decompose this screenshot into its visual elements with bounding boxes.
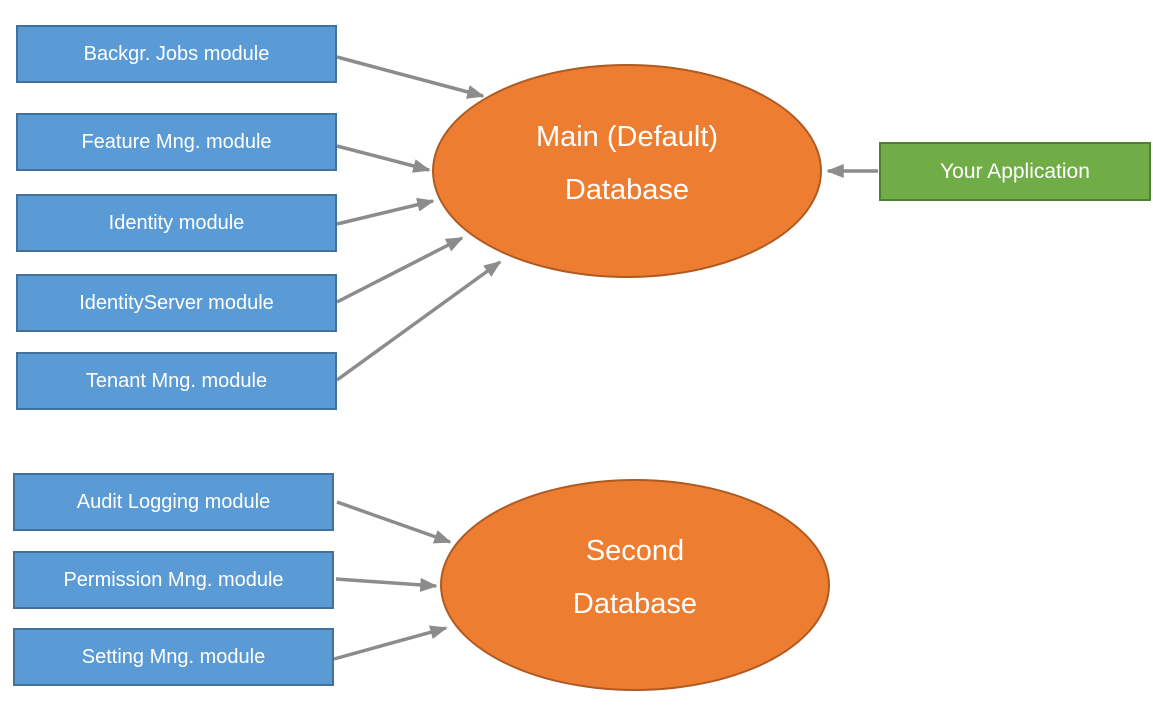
- application-label: Your Application: [940, 159, 1090, 183]
- arrow-audit-logging-to-second-db: [336, 500, 452, 544]
- module-label: Setting Mng. module: [81, 645, 266, 668]
- arrow-feature-mng-to-main-db: [336, 144, 431, 173]
- database-label-line1: Second: [585, 535, 685, 567]
- module-box-audit-logging: Audit Logging module: [13, 473, 334, 531]
- arrow-permission-mng-to-second-db: [335, 577, 438, 592]
- database-label-line1: Main (Default): [535, 121, 719, 153]
- arrow-setting-mng-to-second-db: [333, 625, 448, 661]
- module-box-tenant-mng: Tenant Mng. module: [16, 352, 337, 410]
- database-label-line2: Database: [572, 588, 698, 620]
- your-application-box: Your Application: [879, 142, 1151, 201]
- module-box-backgr-jobs: Backgr. Jobs module: [16, 25, 337, 83]
- database-label-line2: Database: [564, 174, 690, 206]
- module-box-feature-mng: Feature Mng. module: [16, 113, 337, 171]
- module-box-setting-mng: Setting Mng. module: [13, 628, 334, 686]
- arrow-identity-to-main-db: [336, 197, 435, 226]
- module-label: Permission Mng. module: [63, 568, 284, 591]
- module-label: Backgr. Jobs module: [83, 42, 270, 65]
- arrow-identityserver-to-main-db: [336, 236, 464, 304]
- main-database-ellipse: Main (Default) Database: [432, 64, 822, 278]
- module-box-identity: Identity module: [16, 194, 337, 252]
- module-box-permission-mng: Permission Mng. module: [13, 551, 334, 609]
- module-label: Audit Logging module: [76, 490, 271, 513]
- arrow-tenant-mng-to-main-db: [335, 260, 502, 382]
- module-box-identityserver: IdentityServer module: [16, 274, 337, 332]
- module-label: Tenant Mng. module: [85, 369, 268, 392]
- arrow-backgr-jobs-to-main-db: [336, 55, 485, 99]
- module-label: Feature Mng. module: [81, 130, 272, 153]
- module-label: IdentityServer module: [79, 291, 274, 314]
- module-label: Identity module: [108, 211, 245, 234]
- second-database-ellipse: Second Database: [440, 479, 830, 691]
